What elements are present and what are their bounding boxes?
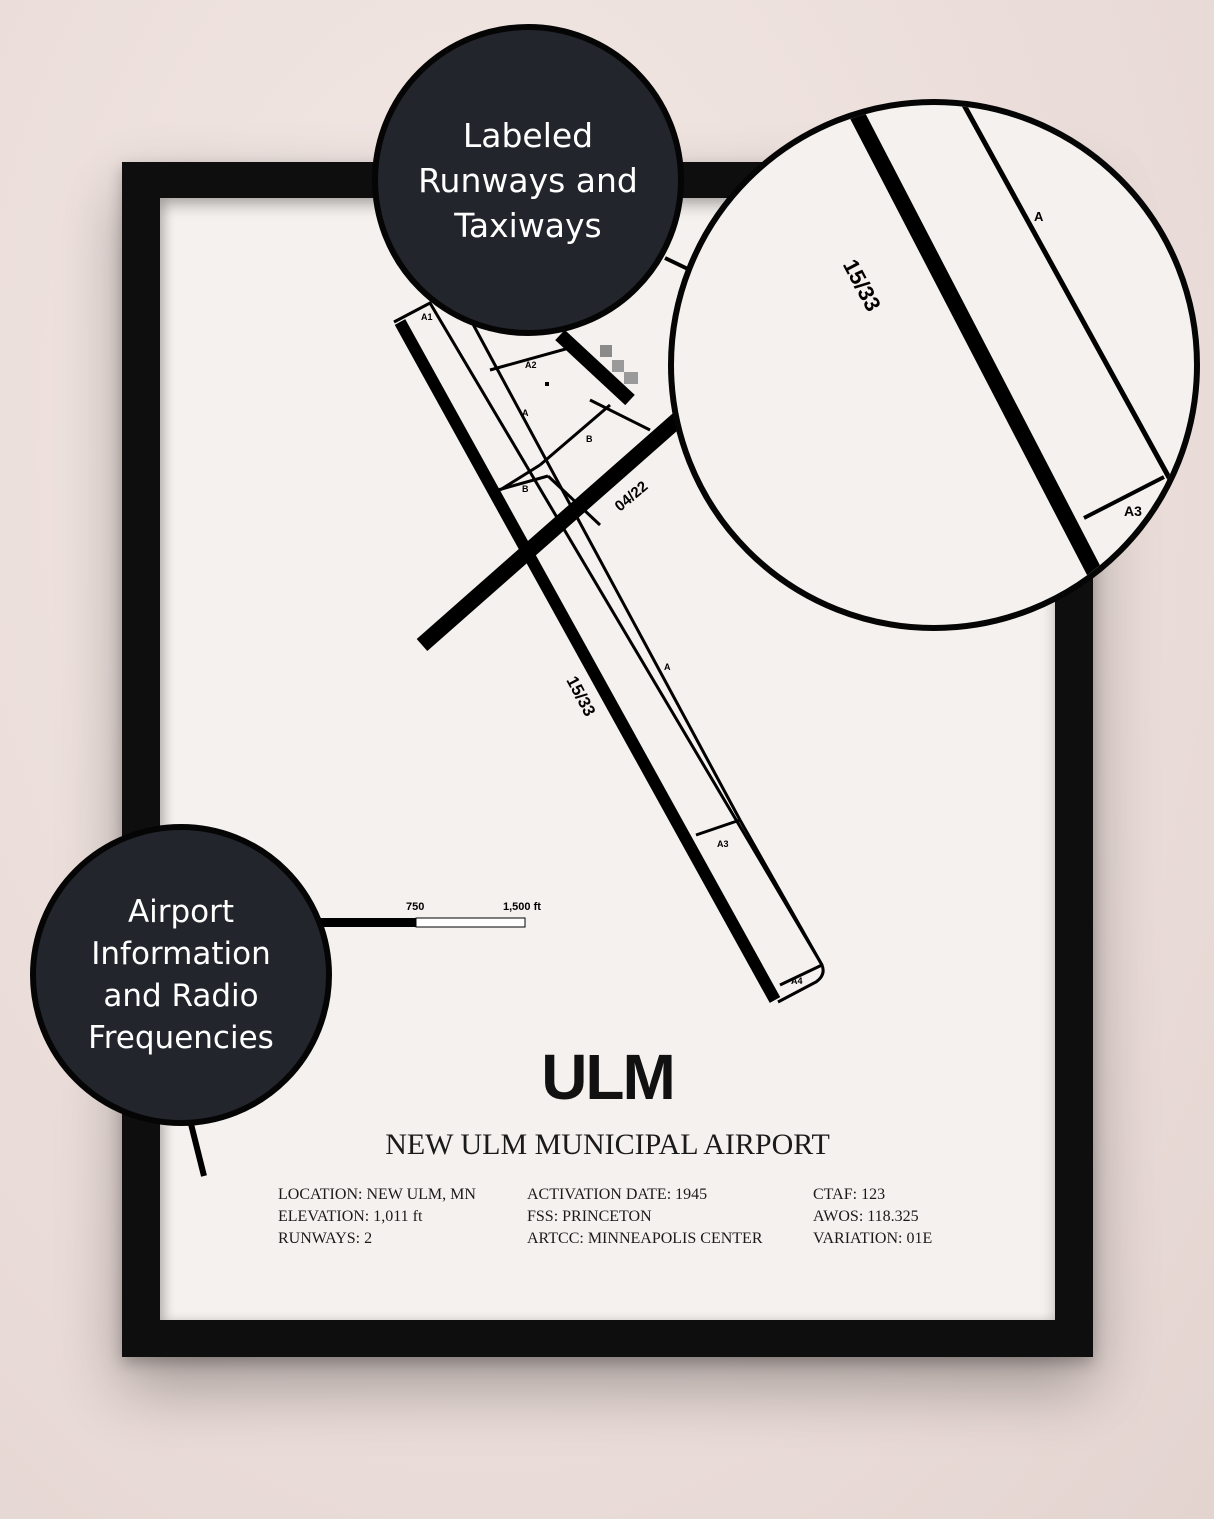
info-activation-date: ACTIVATION DATE: 1945 [527, 1186, 708, 1203]
apron-buildings [545, 329, 638, 406]
taxiway-label-a3: A3 [717, 839, 729, 849]
zoom-taxiway-edge-left [872, 105, 1114, 565]
info-column-2: ACTIVATION DATE: 1945 FSS: PRINCETON ART… [527, 1184, 763, 1250]
callout-runways-line-1: Labeled [462, 115, 594, 155]
info-artcc: ARTCC: MINNEAPOLIS CENTER [527, 1230, 763, 1247]
callout-runways-line-3: Taxiways [454, 205, 602, 245]
taxiway-label-a-upper: A [522, 408, 529, 418]
callout-leader-left [187, 1119, 207, 1177]
callout-runways: Labeled Runways and Taxiways [372, 24, 684, 336]
taxiway-a-outline [393, 299, 825, 1004]
info-column-1: LOCATION: NEW ULM, MN ELEVATION: 1,011 f… [278, 1184, 476, 1250]
runway-label-04-22: 04/22 [612, 478, 652, 515]
scale-bar [318, 917, 526, 928]
info-ctaf: CTAF: 123 [813, 1186, 886, 1203]
zoom-connector-a3 [1083, 475, 1165, 520]
info-runways: RUNWAYS: 2 [278, 1230, 373, 1247]
zoom-taxiway-label: A [1034, 209, 1044, 224]
callout-info-line-1: Airport [127, 894, 235, 930]
taxiway-label-a2: A2 [525, 360, 537, 370]
zoom-taxiway-edge-right [961, 105, 1175, 485]
callout-airport-info: Airport Information and Radio Frequencie… [30, 824, 332, 1126]
info-elevation: ELEVATION: 1,011 ft [278, 1208, 423, 1225]
taxiway-label-b-left: B [522, 484, 529, 494]
info-awos: AWOS: 118.325 [813, 1208, 919, 1225]
callout-info-line-2: Information [91, 936, 271, 972]
scale-label-750: 750 [406, 901, 424, 913]
info-fss: FSS: PRINCETON [527, 1208, 652, 1225]
scale-label-1500: 1,500 ft [503, 901, 541, 913]
callout-info-line-4: Frequencies [88, 1020, 274, 1056]
taxiway-label-b-right: B [586, 434, 593, 444]
info-column-3: CTAF: 123 AWOS: 118.325 VARIATION: 01E [813, 1184, 932, 1250]
zoom-runway-15-33 [844, 105, 1104, 579]
taxiway-label-a4: A4 [791, 976, 803, 986]
airport-name: NEW ULM MUNICIPAL AIRPORT [385, 1128, 830, 1161]
taxiway-label-a1: A1 [421, 312, 433, 322]
runway-15-33 [394, 319, 781, 1003]
callout-info-line-3: and Radio [103, 978, 259, 1014]
info-variation: VARIATION: 01E [813, 1230, 933, 1247]
taxiway-label-a-lower: A [664, 662, 671, 672]
zoom-magnifier: 15/33 A A3 [668, 99, 1200, 631]
callout-runways-line-2: Runways and [418, 160, 638, 200]
airport-code: ULM [541, 1041, 676, 1113]
info-location: LOCATION: NEW ULM, MN [278, 1186, 476, 1203]
zoom-connector-label: A3 [1124, 503, 1142, 519]
zoom-diagram [844, 105, 1175, 579]
